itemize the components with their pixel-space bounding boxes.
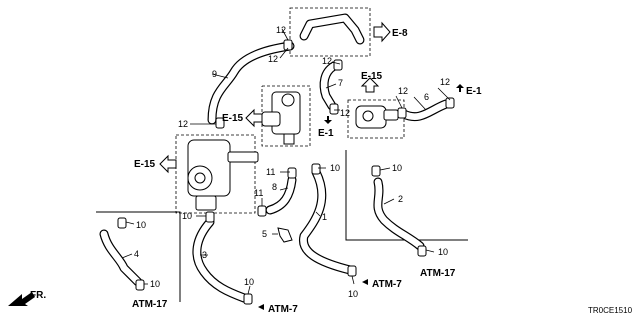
right-divider-line: [345, 150, 468, 241]
hose-2-inner: [374, 178, 424, 250]
diagram-code: TR0CE1510: [588, 306, 633, 315]
hose-1-inner: [300, 168, 354, 274]
ref-e1-a: E-1: [466, 86, 482, 97]
hose-clamps: [117, 39, 455, 305]
right-housing-dashed-box: [347, 99, 405, 139]
hose-2: [373, 177, 425, 251]
callout-1: 1: [322, 212, 327, 222]
callout-12-farright: 12: [440, 77, 450, 87]
callout-4: 4: [134, 249, 139, 259]
callout-8: 8: [272, 182, 277, 192]
callout-12-top: 12: [276, 25, 286, 35]
callout-2: 2: [398, 194, 403, 204]
arrow-e15-c: [159, 154, 177, 174]
front-label: FR.: [30, 290, 46, 301]
callout-7: 7: [338, 78, 343, 88]
ref-e1-b: E-1: [318, 128, 334, 139]
ref-e15-a: E-15: [361, 71, 383, 82]
left-divider-line: [96, 211, 181, 302]
arrow-e15-a: [360, 77, 380, 93]
callout-10-a: 10: [330, 163, 340, 173]
callout-10-e: 10: [244, 277, 254, 287]
callout-9: 9: [212, 69, 217, 79]
callout-10-f: 10: [348, 289, 358, 299]
callout-12-c: 12: [398, 86, 408, 96]
water-pump-dashed-box: [175, 134, 256, 214]
leader-lines: [121, 28, 451, 295]
callout-10-d: 10: [438, 247, 448, 257]
callout-12-mid: 12: [268, 54, 278, 64]
callout-10-h: 10: [150, 279, 160, 289]
arrow-e15-b: [245, 108, 263, 128]
callout-12-left: 12: [178, 119, 188, 129]
ref-atm7-b: ATM-7: [268, 304, 298, 315]
ref-e15-c: E-15: [134, 159, 156, 170]
arrow-e8: [373, 21, 391, 43]
callout-11-b: 11: [254, 188, 263, 198]
callout-10-b: 10: [182, 211, 192, 221]
ref-atm17-a: ATM-17: [420, 268, 456, 279]
water-pump-assembly: [187, 139, 259, 211]
callout-10-c: 10: [392, 163, 402, 173]
upper-pipe-dashed-box: [289, 7, 371, 57]
bracket-5: [277, 227, 293, 243]
arrow-atm7-a: [362, 279, 368, 285]
thermostat-dashed-box: [261, 85, 311, 147]
hose-4-inner: [100, 230, 142, 286]
thermostat-housing: [261, 91, 301, 145]
callout-12-center: 12: [322, 56, 332, 66]
front-arrow-icon: [8, 292, 35, 306]
upper-metal-pipe-inner: [300, 14, 364, 44]
right-water-outlet: [355, 105, 399, 129]
callout-11-a: 11: [266, 167, 275, 177]
arrow-atm7-b: [258, 304, 264, 310]
ref-atm17-b: ATM-17: [132, 299, 168, 310]
callout-3: 3: [202, 250, 207, 260]
callout-6: 6: [424, 92, 429, 102]
hose-9-inner: [208, 42, 294, 124]
hose-3-inner: [193, 218, 248, 302]
callout-12-right: 12: [340, 108, 350, 118]
hose-7-inner: [320, 62, 338, 110]
ref-atm7-a: ATM-7: [372, 279, 402, 290]
arrow-e1-a: [456, 84, 464, 92]
arrow-e1-b: [324, 116, 332, 124]
ref-e8: E-8: [392, 28, 408, 39]
callout-5: 5: [262, 229, 267, 239]
hose-6-inner: [400, 100, 450, 120]
hose-8-inner: [266, 176, 296, 214]
ref-e15-b: E-15: [222, 113, 244, 124]
callout-10-g: 10: [136, 220, 146, 230]
